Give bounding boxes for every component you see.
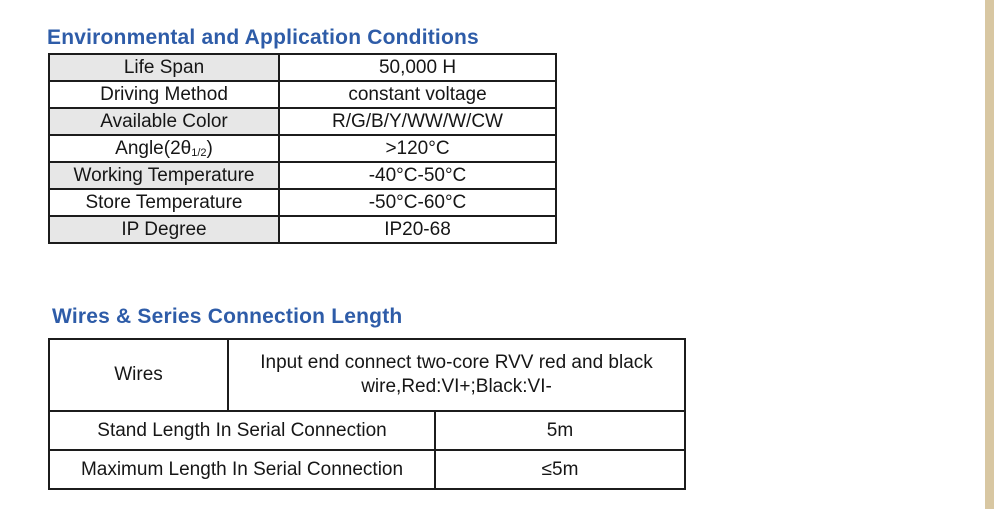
table-row: Available Color R/G/B/Y/WW/W/CW: [48, 107, 557, 136]
table-row: Maximum Length In Serial Connection ≤5m: [50, 449, 684, 488]
row-label-stand-length: Stand Length In Serial Connection: [50, 412, 436, 449]
row-label-driving-method: Driving Method: [48, 80, 280, 109]
table-row: Working Temperature -40°C-50°C: [48, 161, 557, 190]
section-title-environmental: Environmental and Application Conditions: [47, 26, 479, 50]
table-row: Wires Input end connect two-core RVV red…: [50, 340, 684, 410]
row-label-wires: Wires: [50, 340, 229, 410]
row-value-stand-length: 5m: [546, 419, 574, 441]
row-value-driving-method: constant voltage: [278, 80, 557, 109]
row-value-ip-degree: IP20-68: [278, 215, 557, 244]
row-value-angle: >120°C: [278, 134, 557, 163]
table-row: Life Span 50,000 H: [48, 53, 557, 82]
row-label-available-color: Available Color: [48, 107, 280, 136]
table-row: Driving Method constant voltage: [48, 80, 557, 109]
angle-label-close: ): [206, 137, 213, 159]
row-value-store-temperature: -50°C-60°C: [278, 188, 557, 217]
table-row: Stand Length In Serial Connection 5m: [50, 410, 684, 449]
wires-value-line-2: wire,Red:VI+;Black:VI-: [361, 376, 552, 397]
row-label-store-temperature: Store Temperature: [48, 188, 280, 217]
wires-connection-table: Wires Input end connect two-core RVV red…: [48, 338, 686, 490]
row-value-working-temperature: -40°C-50°C: [278, 161, 557, 190]
row-value-maximum-length: ≤5m: [541, 458, 579, 480]
table-row: IP Degree IP20-68: [48, 215, 557, 244]
angle-label-main: Angle(2θ: [115, 137, 192, 159]
row-label-ip-degree: IP Degree: [48, 215, 280, 244]
row-value-wires: Input end connect two-core RVV red and b…: [229, 340, 684, 410]
row-label-working-temperature: Working Temperature: [48, 161, 280, 190]
angle-label-subscript: 1/2: [191, 146, 207, 159]
row-label-angle: Angle(2θ1/2): [48, 134, 280, 163]
row-value-available-color: R/G/B/Y/WW/W/CW: [278, 107, 557, 136]
page-edge-strip: [985, 0, 994, 509]
table-row: Angle(2θ1/2) >120°C: [48, 134, 557, 163]
section-title-wires: Wires & Series Connection Length: [52, 305, 403, 329]
row-label-maximum-length: Maximum Length In Serial Connection: [50, 451, 436, 488]
environmental-conditions-table: Life Span 50,000 H Driving Method consta…: [48, 53, 557, 244]
table-row: Store Temperature -50°C-60°C: [48, 188, 557, 217]
wires-value-line-1: Input end connect two-core RVV red and b…: [260, 352, 653, 374]
row-label-life-span: Life Span: [48, 53, 280, 82]
row-value-life-span: 50,000 H: [278, 53, 557, 82]
